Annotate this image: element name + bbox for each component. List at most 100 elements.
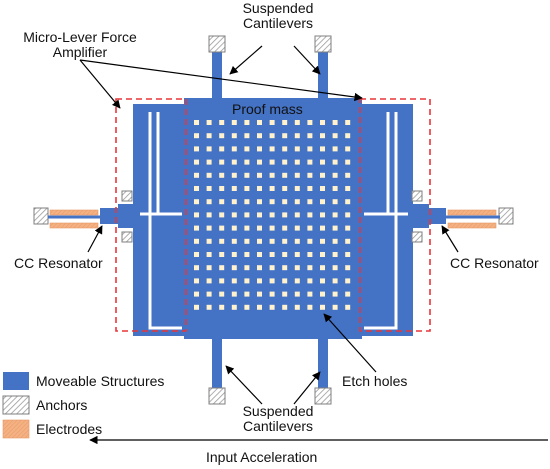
label-cc-resonator-left: CC Resonator: [14, 255, 103, 271]
etch-hole: [269, 225, 275, 231]
etch-hole: [294, 159, 300, 165]
etch-hole: [282, 238, 288, 244]
etch-hole: [345, 265, 351, 271]
cantilever-top-left: [212, 52, 222, 100]
etch-hole: [320, 238, 325, 244]
etch-hole: [332, 252, 338, 257]
etch-hole: [194, 291, 199, 297]
etch-hole: [257, 265, 262, 271]
etch-hole: [320, 146, 325, 152]
etch-hole: [219, 120, 225, 125]
anchors: [33, 35, 514, 405]
etch-hole: [269, 120, 275, 125]
legend-swatch-anchor: [2, 395, 30, 415]
etch-hole: [332, 159, 338, 165]
etch-hole: [219, 212, 225, 218]
etch-hole: [231, 291, 237, 297]
etch-hole: [307, 291, 313, 297]
etch-hole: [307, 146, 313, 152]
etch-hole: [345, 159, 351, 165]
etch-hole: [219, 172, 225, 178]
etch-hole: [244, 265, 250, 271]
label-cc-resonator-right: CC Resonator: [450, 255, 539, 271]
etch-hole: [194, 120, 199, 125]
etch-hole: [231, 172, 237, 178]
etch-hole: [194, 146, 199, 152]
etch-hole: [282, 159, 288, 165]
etch-hole: [332, 225, 338, 231]
etch-hole: [320, 199, 325, 205]
cantilever-top-right: [318, 52, 328, 100]
arrow-lever-left: [79, 59, 121, 109]
etch-hole: [320, 186, 325, 191]
etch-hole: [320, 212, 325, 218]
etch-hole: [206, 304, 212, 310]
etch-hole: [345, 186, 351, 191]
etch-hole: [194, 304, 199, 310]
etch-hole: [269, 304, 275, 310]
etch-hole: [320, 304, 325, 310]
etch-hole: [206, 159, 212, 165]
label-micro-lever: Micro-Lever Force Amplifier: [14, 30, 146, 60]
etch-hole: [257, 133, 262, 139]
etch-hole: [282, 212, 288, 218]
etch-hole: [194, 199, 199, 205]
etch-hole: [231, 225, 237, 231]
etch-hole: [332, 238, 338, 244]
arrow-cc-right: [441, 225, 459, 253]
etch-hole: [244, 212, 250, 218]
etch-hole: [320, 291, 325, 297]
legend-label-anchors: Anchors: [36, 397, 88, 413]
etch-hole: [244, 278, 250, 284]
etch-hole: [294, 199, 300, 205]
etch-hole: [294, 225, 300, 231]
electrode-right-bottom: [447, 222, 497, 229]
etch-hole: [320, 252, 325, 257]
etch-hole: [231, 265, 237, 271]
electrode-left-top: [49, 209, 99, 216]
etch-hole: [219, 291, 225, 297]
etch-hole: [194, 278, 199, 284]
etch-hole: [194, 225, 199, 231]
etch-hole: [257, 304, 262, 310]
arrow-cantilever-top-left: [229, 45, 263, 75]
etch-hole: [320, 172, 325, 178]
etch-hole: [282, 265, 288, 271]
etch-hole: [206, 186, 212, 191]
etch-hole: [282, 133, 288, 139]
etch-hole: [269, 238, 275, 244]
etch-hole: [206, 146, 212, 152]
etch-hole: [332, 291, 338, 297]
etch-hole: [231, 159, 237, 165]
etch-hole: [294, 238, 300, 244]
etch-hole: [257, 278, 262, 284]
etch-hole: [332, 304, 338, 310]
left-dashed-box: [115, 98, 187, 332]
legend-swatch-moveable: [3, 372, 29, 390]
etch-hole: [257, 186, 262, 191]
etch-hole: [332, 172, 338, 178]
etch-hole: [219, 133, 225, 139]
etch-hole: [194, 238, 199, 244]
etch-hole: [269, 172, 275, 178]
etch-hole: [282, 252, 288, 257]
etch-hole: [269, 278, 275, 284]
etch-hole: [345, 238, 351, 244]
etch-hole: [244, 291, 250, 297]
etch-hole: [206, 278, 212, 284]
etch-hole: [345, 120, 351, 125]
etch-hole: [269, 265, 275, 271]
etch-hole: [231, 199, 237, 205]
etch-hole: [231, 186, 237, 191]
etch-hole: [219, 186, 225, 191]
etch-hole: [219, 304, 225, 310]
etch-hole: [257, 238, 262, 244]
etch-holes: [194, 120, 351, 310]
etch-hole: [244, 146, 250, 152]
etch-hole: [194, 133, 199, 139]
etch-hole: [219, 278, 225, 284]
etch-hole: [345, 199, 351, 205]
etch-hole: [231, 146, 237, 152]
etch-hole: [244, 252, 250, 257]
etch-hole: [206, 172, 212, 178]
